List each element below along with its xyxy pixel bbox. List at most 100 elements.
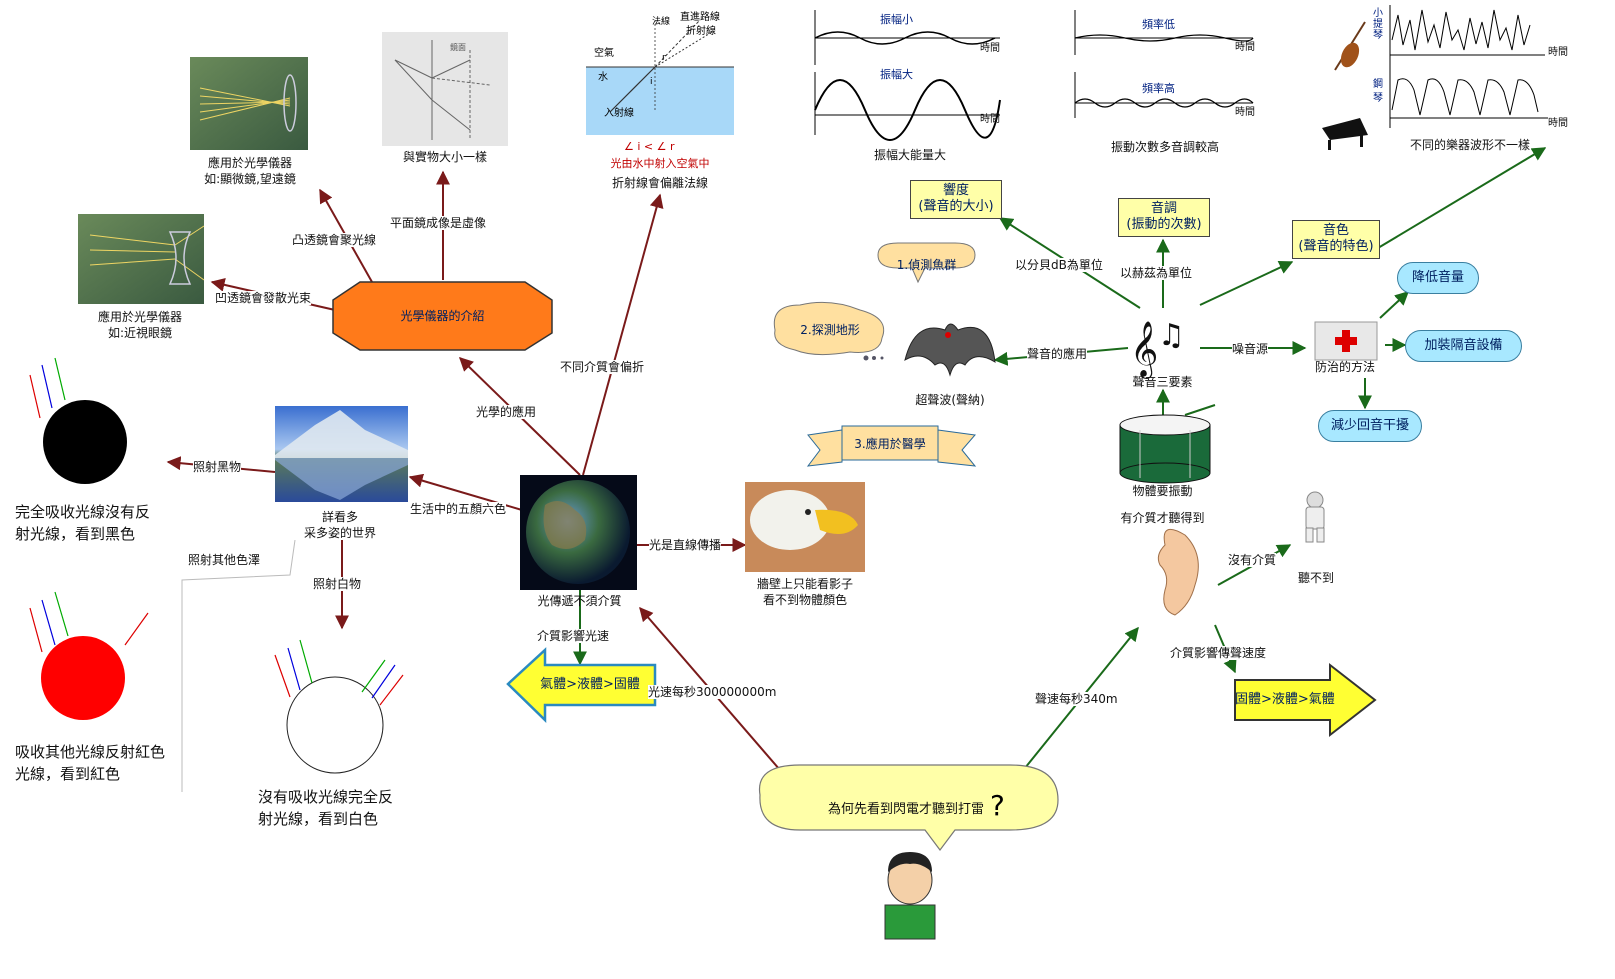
red-caption-1: 吸收其他光線反射紅色	[15, 743, 166, 761]
refraction-incident-label: 入射線	[604, 106, 634, 119]
pitch-box[interactable]: 音調(振動的次數)	[1118, 198, 1210, 237]
ear-icon	[1157, 528, 1199, 616]
first-aid-icon	[1314, 321, 1378, 361]
amp-small-label: 振幅小	[880, 13, 913, 26]
question-text: 為何先看到閃電才聽到打雷	[828, 802, 985, 817]
edge-label-optics: 光學的應用	[476, 405, 537, 420]
refraction-angle: ∠ i < ∠ r	[624, 140, 675, 153]
refraction-r-label: r	[662, 53, 666, 63]
edge-label-white: 照射白物	[313, 577, 362, 592]
white-object	[286, 676, 384, 774]
edge-label-straight: 光是直線傳播	[649, 538, 722, 553]
bat-use-bubble-1	[877, 242, 976, 284]
piano-wave-graph	[1389, 70, 1548, 128]
edge-label-refraction: 不同介質會偏折	[560, 360, 645, 375]
sound-three-elements: 聲音三要素	[1132, 375, 1193, 389]
timbre-box[interactable]: 音色(聲音的特色)	[1292, 220, 1380, 259]
pitch-box-sub: (振動的次數)	[1126, 217, 1202, 233]
edge-label-other: 照射其他色澤	[188, 553, 261, 568]
red-object	[41, 636, 125, 720]
piano-icon	[1322, 118, 1368, 150]
red-caption-2: 光線，看到紅色	[15, 765, 121, 783]
concave-caption-1: 應用於光學儀器	[97, 310, 182, 324]
sound-speed-arrow	[1234, 662, 1377, 738]
world-caption-2: 采多姿的世界	[285, 526, 395, 541]
refraction-caption: 折射線會偏離法線	[611, 176, 708, 190]
amp-big-label: 振幅大	[880, 68, 913, 81]
refraction-i-label: i	[650, 77, 653, 87]
convex-caption-2: 如:顯微鏡,望遠鏡	[204, 172, 296, 186]
timbre-caption: 不同的樂器波形不一樣	[1409, 138, 1530, 152]
edge-line	[181, 539, 296, 792]
time-label: 時間	[1548, 47, 1568, 58]
shadow-caption-2: 看不到物體顏色	[762, 593, 847, 607]
edge-label-plane: 平面鏡成像是虛像	[390, 216, 487, 231]
white-caption-2: 射光線，看到白色	[258, 810, 379, 828]
edge-label-black: 照射黑物	[193, 460, 242, 475]
edge-label-convex: 凸透鏡會聚光線	[292, 233, 377, 248]
violin-icon	[1334, 21, 1366, 71]
question-mark: ?	[990, 789, 1005, 822]
question-bubble[interactable]	[758, 764, 1059, 851]
edge-line	[1184, 404, 1216, 416]
refraction-air-label: 空氣	[594, 46, 614, 59]
pitch-caption: 振動次數多音調較高	[1110, 140, 1219, 154]
amplitude-big-graph	[814, 72, 1001, 141]
black-caption-2: 射光線，看到黑色	[15, 525, 136, 543]
svg-text:𝄞: 𝄞	[1130, 321, 1158, 379]
refraction-refracted-label: 折射線	[686, 24, 716, 37]
refraction-straight-label: 直進路線	[680, 10, 720, 23]
refraction-water	[586, 67, 734, 135]
violin-label: 小提琴	[1373, 8, 1383, 41]
prevent-method-2[interactable]: 加裝隔音設備	[1405, 330, 1522, 362]
optics-hub-shape[interactable]	[332, 281, 553, 351]
edge-label-light-speed: 光速每秒300000000m	[648, 685, 777, 700]
concave-caption-2: 如:近視眼鏡	[107, 326, 173, 340]
bat-use-1: 1.偵測魚群	[896, 258, 957, 272]
plane-mirror-small-label: 鏡面	[450, 42, 466, 52]
prevent-method-1[interactable]: 降低音量	[1397, 262, 1479, 294]
edge-label-medium-sound: 介質影響傳聲速度	[1170, 646, 1267, 661]
edge-label-colors: 生活中的五顏六色	[410, 502, 507, 517]
white-caption-1: 沒有吸收光線完全反	[258, 788, 394, 806]
time-label: 時間	[980, 114, 1000, 125]
time-label: 時間	[980, 43, 1000, 54]
edge-label-medium-light: 介質影響光速	[537, 629, 610, 644]
time-label: 時間	[1548, 118, 1568, 129]
bat-icon[interactable]	[904, 323, 996, 377]
edge-label-concave: 凹透鏡會發散光束	[215, 291, 312, 306]
bat-use-3: 3.應用於醫學	[854, 437, 926, 451]
drum-icon	[1119, 414, 1211, 484]
music-note-icon[interactable]: 𝄞 ♫	[1130, 318, 1185, 379]
edge-label-hz: 以赫茲為單位	[1120, 266, 1193, 281]
prevent-caption: 防治的方法	[1314, 360, 1375, 374]
loudness-box[interactable]: 響度(聲音的大小)	[910, 180, 1002, 219]
edge-label-apply: 聲音的應用	[1027, 347, 1088, 362]
amplitude-small-graph	[814, 10, 1000, 65]
edge-label-sound-speed: 聲速每秒340m	[1035, 692, 1118, 707]
astronaut-icon	[1305, 491, 1325, 543]
world-caption-1: 詳看多	[285, 510, 395, 525]
plane-mirror-image	[382, 32, 508, 146]
convex-caption-1: 應用於光學儀器	[207, 156, 292, 170]
prevent-method-3[interactable]: 減少回音干擾	[1318, 410, 1422, 442]
concave-lens-image	[78, 214, 204, 304]
sound-speed-arrow-label: 固體>液體>氣體	[1235, 692, 1335, 707]
edge-line	[582, 193, 664, 476]
edge-line	[1377, 147, 1547, 249]
earth-caption: 光傳遞不須介質	[537, 594, 622, 608]
optics-hub-label[interactable]: 光學儀器的介紹	[400, 309, 485, 323]
cannot-hear-label: 聽不到	[1298, 571, 1335, 585]
violin-wave-graph	[1389, 5, 1545, 80]
timbre-box-title: 音色	[1322, 223, 1349, 238]
shadow-caption-1: 牆壁上只能看影子	[756, 577, 853, 591]
frequency-high-graph	[1074, 72, 1254, 118]
freq-high-label: 頻率高	[1142, 82, 1175, 95]
loudness-caption: 振幅大能量大	[873, 148, 946, 162]
loudness-box-sub: (聲音的大小)	[918, 199, 994, 215]
black-caption-1: 完全吸收光線沒有反	[15, 503, 151, 521]
edge-label-no-medium: 沒有介質	[1228, 553, 1277, 568]
person-icon	[884, 852, 936, 940]
edge-label-noise: 噪音源	[1232, 342, 1269, 357]
